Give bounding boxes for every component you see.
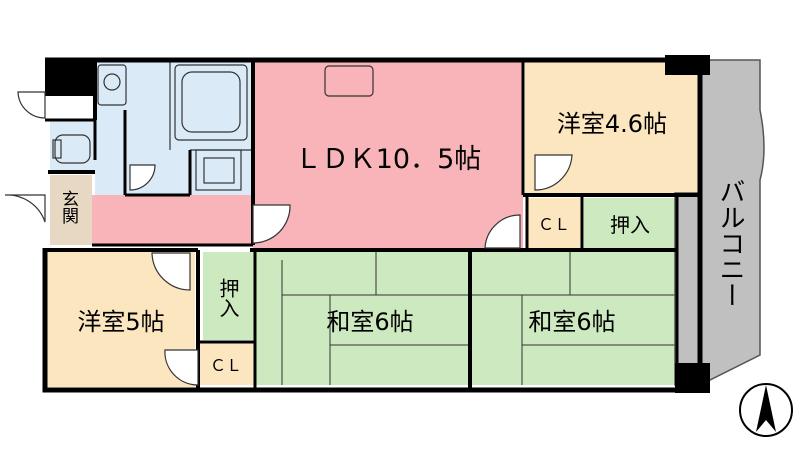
oshiire-upper-label: 押入	[610, 213, 650, 237]
meter-door	[17, 91, 46, 119]
room-japanese-a-label: 和室6帖	[326, 308, 413, 336]
entrance-fill	[50, 175, 92, 245]
washbasin	[97, 64, 127, 106]
room-western-5-label: 洋室5帖	[77, 308, 164, 336]
entrance-door	[4, 194, 46, 223]
pillars	[45, 55, 710, 393]
wet-area-fill	[95, 60, 253, 195]
balcony-label: バルコニー	[715, 178, 745, 308]
closet-upper-label: ＣＬ	[538, 215, 570, 234]
japanese-a-fill	[255, 252, 470, 385]
room-ldk-label: ＬＤＫ10．5帖	[295, 144, 482, 175]
oshiire-upper-fill	[584, 198, 676, 248]
western5-door-bottom	[164, 349, 199, 386]
western46-door	[534, 154, 573, 191]
walls	[42, 57, 703, 393]
toilet-bowl	[54, 134, 91, 164]
tatami-lines	[281, 252, 677, 385]
ldk-door	[252, 204, 291, 244]
closet-lower-label: ＣＬ	[210, 356, 242, 375]
oshiire-left-fill	[203, 252, 255, 340]
japanese-b-fill	[472, 252, 677, 385]
japanese-door	[484, 214, 521, 249]
western5-door-top	[151, 252, 191, 291]
toilet-fill	[50, 120, 95, 172]
closet-upper-fill	[527, 198, 582, 248]
bathtub	[174, 64, 248, 141]
room-labels: ＬＤＫ10．5帖 洋室4.6帖 洋室5帖 和室6帖 和室6帖 ＣＬ 押入 ＣＬ …	[58, 110, 745, 375]
fixtures	[52, 60, 374, 191]
ldk-fill	[253, 60, 523, 250]
closet-lower-fill	[200, 343, 255, 385]
north-compass-icon	[739, 383, 793, 437]
hall-fill	[90, 195, 253, 245]
kitchen-sink	[324, 65, 374, 97]
room-western-4-6-label: 洋室4.6帖	[557, 110, 667, 138]
hall-door	[129, 164, 156, 191]
entrance-label: 玄関	[58, 190, 78, 224]
oshiire-left-label: 押入	[216, 278, 240, 318]
doors	[4, 91, 573, 386]
room-japanese-b-label: 和室6帖	[528, 308, 615, 336]
